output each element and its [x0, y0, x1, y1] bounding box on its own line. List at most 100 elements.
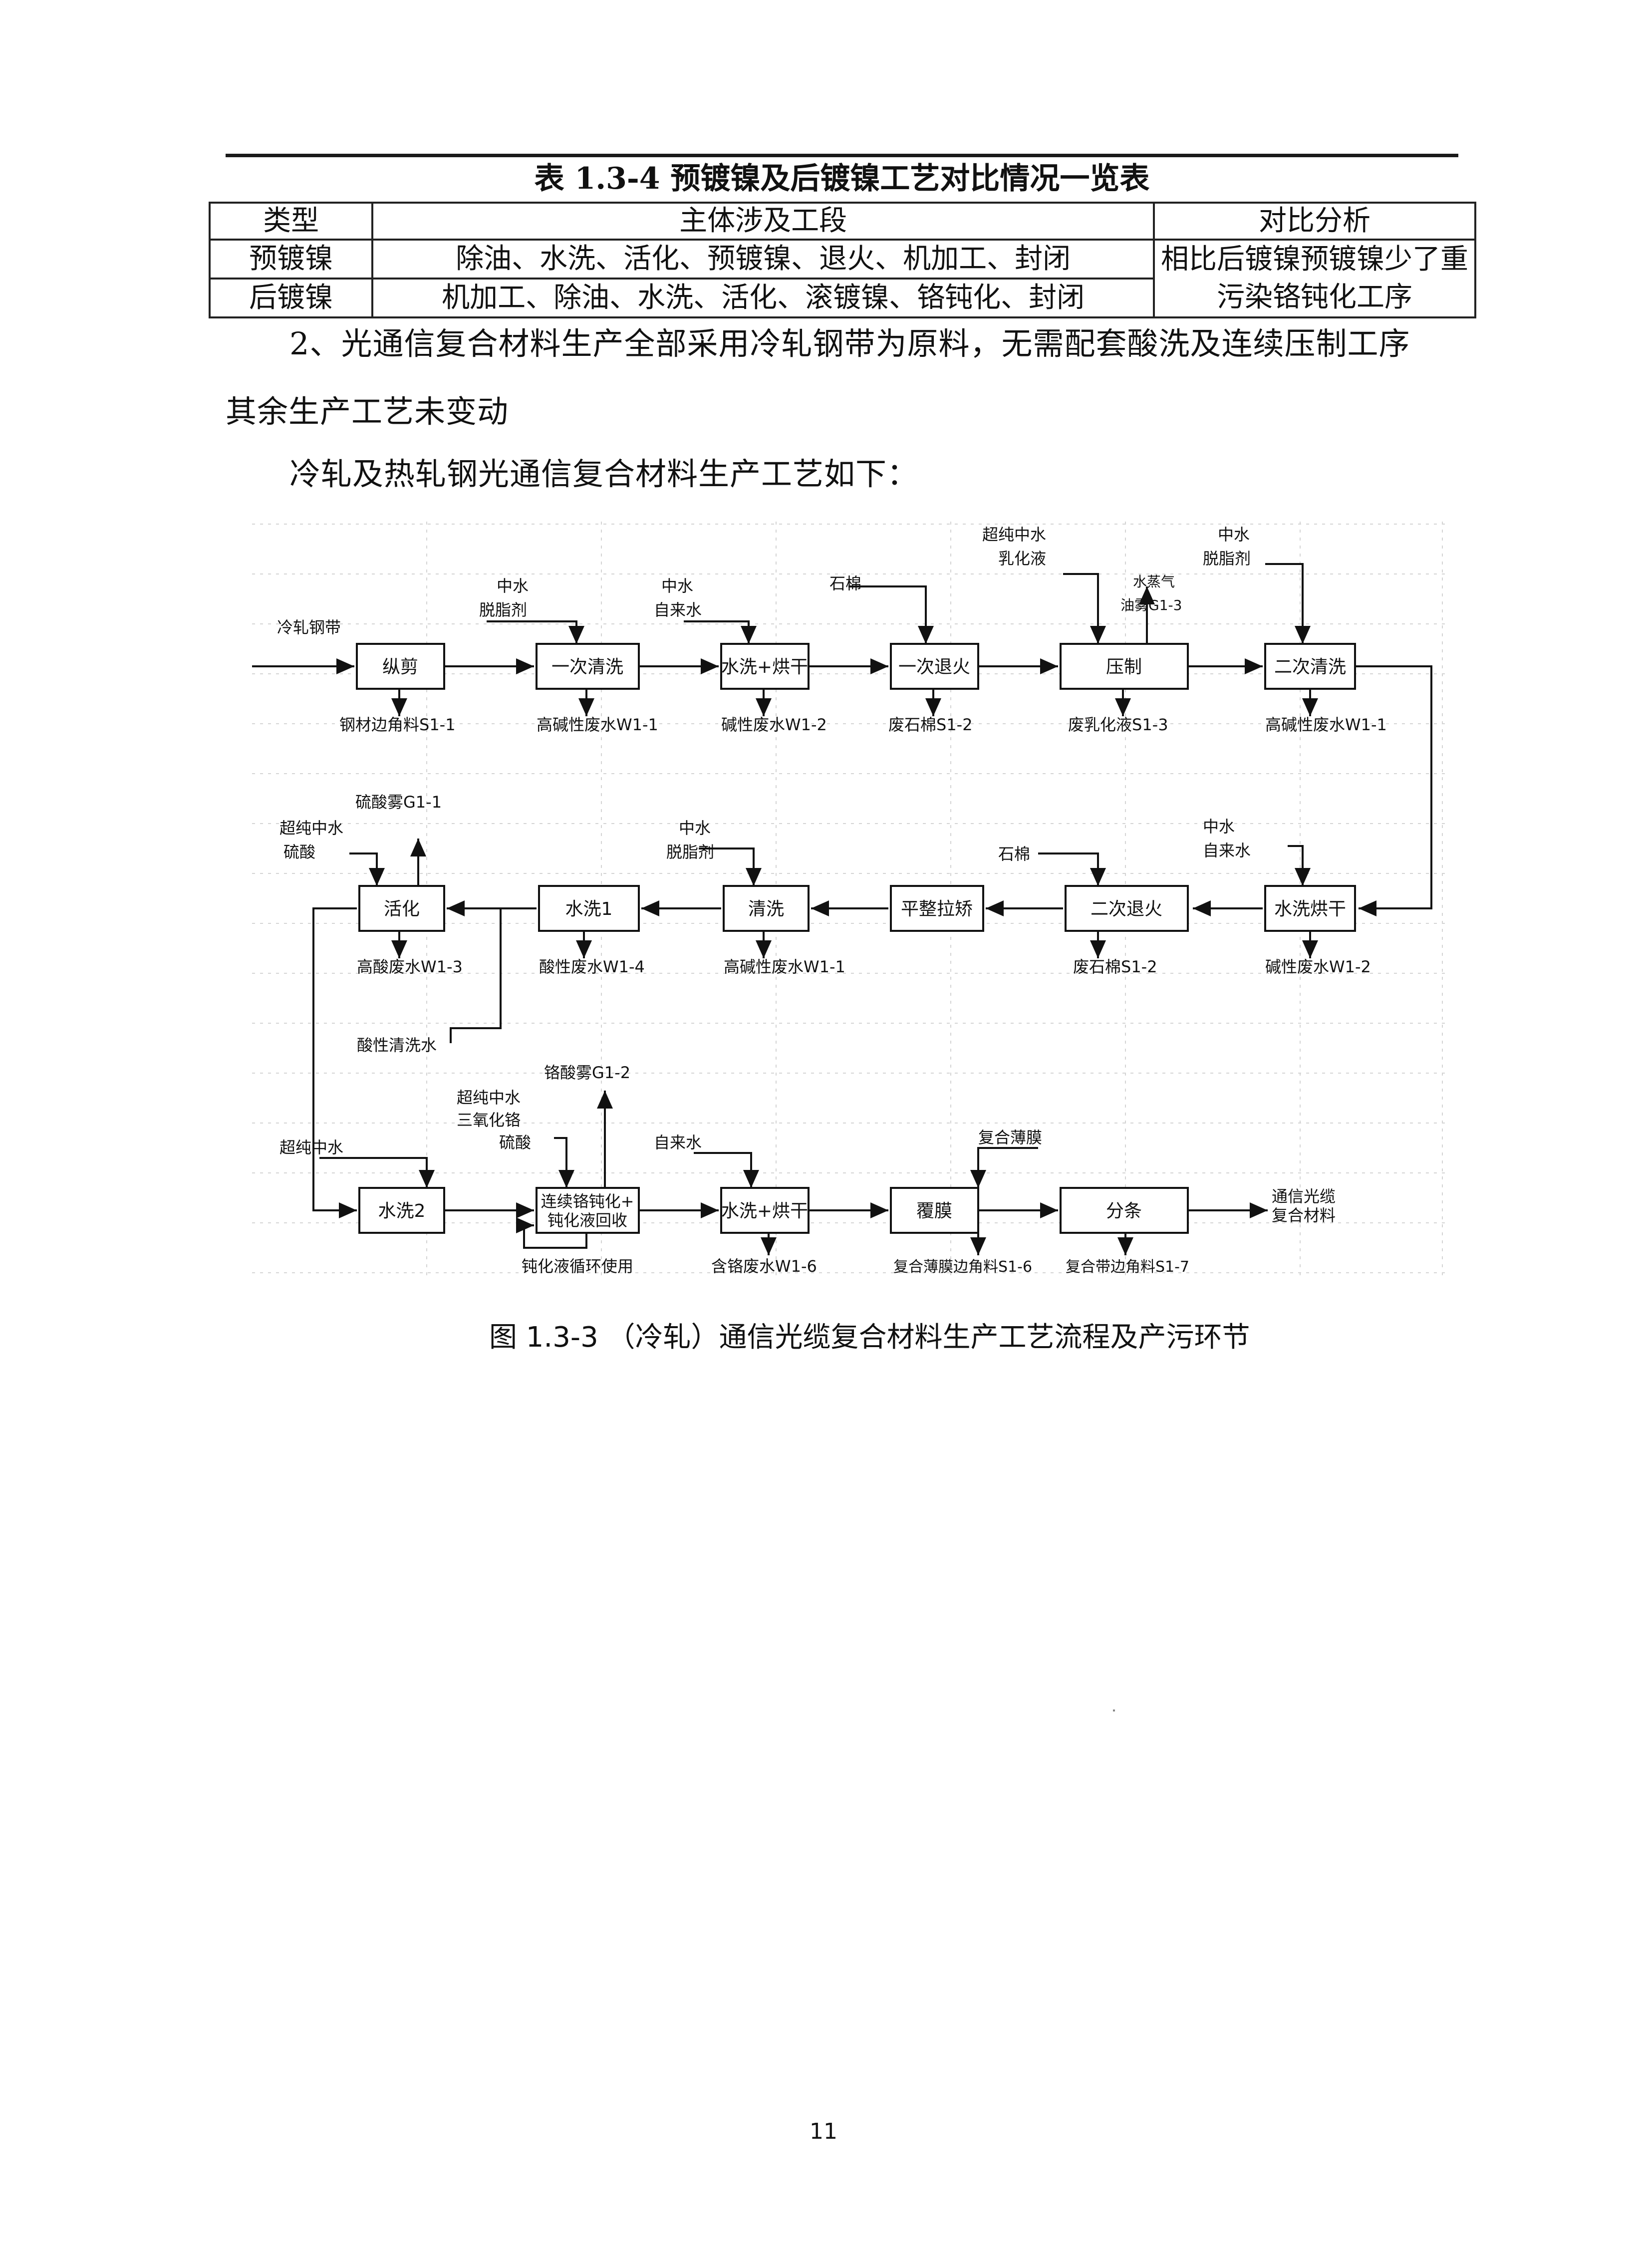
input-label: 石棉: [829, 574, 861, 593]
figure-caption: 图 1.3-3 （冷轧）通信光缆复合材料生产工艺流程及产污环节: [489, 1321, 1250, 1354]
node-wash-dry-1: 水洗+烘干: [721, 657, 808, 677]
input-label: 超纯中水: [279, 1138, 343, 1157]
paragraph-raw-material: 2、光通信复合材料生产全部采用冷轧钢带为原料，无需配套酸洗及连续压制工序: [289, 325, 1410, 362]
node-box: [1065, 885, 1189, 932]
node-second-annealing: 二次退火: [1091, 899, 1162, 919]
input-label: 超纯中水: [982, 525, 1046, 544]
table-header-row: 类型 主体涉及工段 对比分析: [208, 202, 1476, 241]
input-label: 乳化液: [998, 549, 1046, 568]
node-passivation-line1: 连续铬钝化+: [541, 1192, 634, 1211]
input-label: 脱脂剂: [666, 843, 714, 861]
node-box: [720, 1187, 810, 1234]
cell-type: 预镀镍: [208, 239, 374, 280]
input-label: 中水: [1203, 817, 1235, 836]
emission-label: 铬酸雾G1-2: [544, 1063, 630, 1082]
node-box: [890, 1187, 979, 1234]
input-label: 超纯中水: [457, 1088, 521, 1107]
top-rule: [226, 154, 1458, 157]
flow-connectors: [252, 563, 1432, 1255]
emission-label: 油雾G1-3: [1120, 597, 1182, 613]
node-box: [536, 643, 640, 690]
cell-analysis: 相比后镀镍预镀镍少了重污染铬钝化工序: [1153, 239, 1476, 318]
node-first-cleaning: 一次清洗: [551, 657, 623, 677]
node-pressing: 压制: [1106, 657, 1142, 677]
page-number: 11: [810, 2119, 837, 2144]
node-box: [890, 885, 984, 932]
waste-label: 碱性废水W1-2: [1265, 957, 1371, 976]
input-label: 中水: [679, 819, 711, 838]
header-type: 类型: [208, 202, 374, 241]
waste-label: 废乳化液S1-3: [1068, 715, 1168, 734]
node-water-wash-2: 水洗2: [378, 1201, 426, 1221]
waste-label: 钢材边角料S1-1: [339, 715, 456, 734]
table-row: 预镀镍 除油、水洗、活化、预镀镍、退火、机加工、封闭 相比后镀镍预镀镍少了重污染…: [208, 239, 1476, 318]
cell-stages: 除油、水洗、活化、预镀镍、退火、机加工、封闭: [371, 239, 1155, 280]
waste-label: 高碱性废水W1-1: [724, 957, 845, 976]
node-box: [1060, 1187, 1189, 1234]
node-box: [1060, 643, 1189, 690]
cell-stages: 机加工、除油、水洗、活化、滚镀镍、铬钝化、封闭: [371, 278, 1155, 318]
input-label: 自来水: [1203, 841, 1251, 860]
node-box: [358, 885, 445, 932]
header-analysis: 对比分析: [1153, 202, 1476, 241]
table-row: 后镀镍 机加工、除油、水洗、活化、滚镀镍、铬钝化、封闭: [208, 278, 1475, 318]
node-box: [356, 643, 445, 690]
emission-label: 水蒸气: [1133, 573, 1175, 590]
waste-label: 复合带边角料S1-7: [1066, 1258, 1189, 1276]
input-label: 超纯中水: [279, 819, 343, 838]
node-activation: 活化: [384, 899, 420, 919]
node-cleaning: 清洗: [748, 899, 784, 919]
input-label: 复合薄膜: [978, 1128, 1042, 1147]
node-box: [720, 643, 810, 690]
header-stages: 主体涉及工段: [371, 202, 1155, 241]
node-box: [358, 1187, 445, 1234]
node-box: [536, 1187, 640, 1234]
node-first-annealing: 一次退火: [898, 657, 970, 677]
input-label: 脱脂剂: [1203, 549, 1251, 568]
node-box: [1264, 643, 1356, 690]
node-wash-dry-3: 水洗+烘干: [721, 1201, 808, 1221]
node-water-wash-1: 水洗1: [565, 899, 613, 919]
node-strip-cutting: 分条: [1106, 1201, 1142, 1221]
process-boxes: [356, 643, 1356, 1234]
input-label: 中水: [1218, 525, 1250, 544]
waste-label: 废石棉S1-2: [888, 715, 973, 734]
node-box: [723, 885, 810, 932]
input-label: 硫酸: [499, 1133, 531, 1152]
input-label: 自来水: [654, 1133, 702, 1152]
input-label: 三氧化铬: [457, 1111, 521, 1130]
input-label: 石棉: [998, 845, 1030, 863]
input-label: 脱脂剂: [479, 600, 527, 619]
waste-label: 高碱性废水W1-1: [1265, 715, 1387, 734]
node-wash-dry-2: 水洗烘干: [1274, 899, 1346, 919]
waste-label: 废石棉S1-2: [1073, 957, 1157, 976]
input-label: 中水: [497, 576, 529, 595]
input-label: 自来水: [654, 600, 702, 619]
comparison-table: 类型 主体涉及工段 对比分析 预镀镍 除油、水洗、活化、预镀镍、退火、机加工、封…: [208, 202, 1476, 318]
scan-speck: [1113, 1709, 1115, 1711]
emission-label: 硫酸雾G1-1: [355, 793, 442, 812]
waste-label: 钝化液循环使用: [522, 1257, 633, 1276]
node-slitting: 纵剪: [382, 657, 418, 677]
waste-label: 高碱性废水W1-1: [537, 715, 658, 734]
node-box: [1264, 885, 1356, 932]
node-laminating: 覆膜: [916, 1201, 952, 1221]
waste-label: 含铬废水W1-6: [711, 1257, 817, 1276]
label-raw-input: 冷轧钢带: [277, 618, 341, 637]
node-passivation-line2: 钝化液回收: [547, 1211, 627, 1230]
waste-label: 复合薄膜边角料S1-6: [893, 1258, 1032, 1276]
input-label: 酸性清洗水: [357, 1036, 437, 1055]
node-box: [890, 643, 979, 690]
paragraph-unchanged: 其余生产工艺未变动: [226, 393, 509, 430]
label-output-line2: 复合材料: [1272, 1206, 1336, 1225]
waste-label: 高酸废水W1-3: [357, 957, 463, 976]
waste-label: 碱性废水W1-2: [721, 715, 827, 734]
node-leveling: 平整拉矫: [901, 899, 973, 919]
node-second-cleaning: 二次清洗: [1274, 657, 1346, 677]
waste-label: 酸性废水W1-4: [539, 957, 645, 976]
input-label: 中水: [661, 576, 693, 595]
table-title: 表 1.3-4 预镀镍及后镀镍工艺对比情况一览表: [534, 161, 1150, 196]
cell-type: 后镀镍: [208, 278, 374, 318]
